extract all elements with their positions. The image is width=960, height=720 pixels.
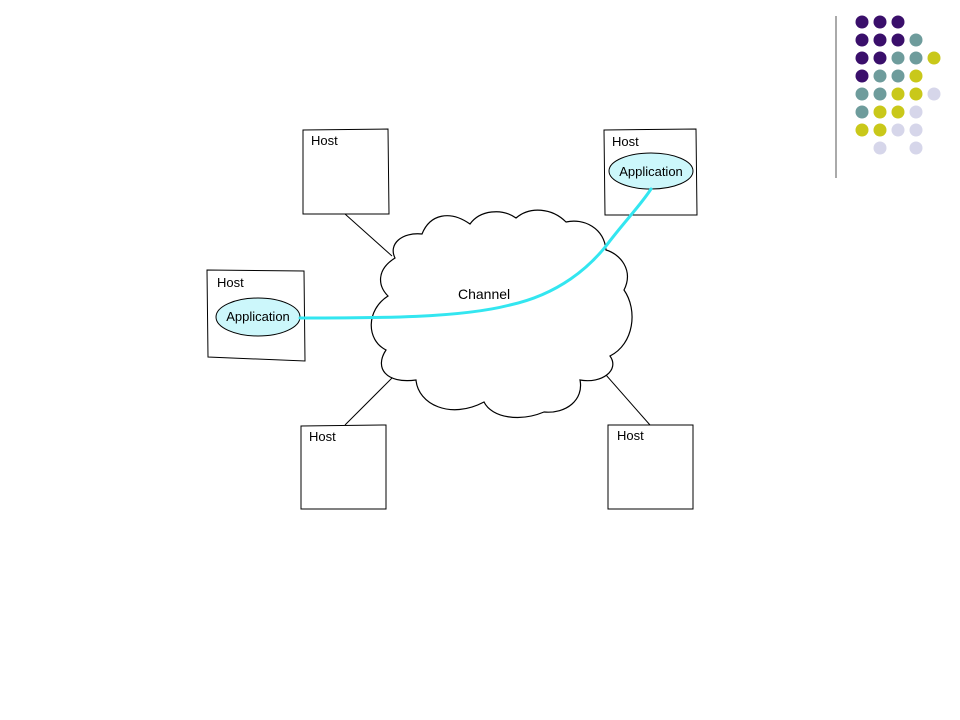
- host-label: Host: [617, 428, 644, 443]
- decorative-dot: [909, 87, 923, 101]
- decorative-dot: [909, 51, 923, 65]
- decorative-dot: [927, 87, 941, 101]
- host-top-left: Host: [302, 128, 390, 215]
- decorative-dot: [909, 105, 923, 119]
- decorative-dot: [873, 141, 887, 155]
- host-label: Host: [311, 133, 338, 148]
- decorative-dot: [927, 51, 941, 65]
- decorative-dot: [873, 69, 887, 83]
- host-label: Host: [309, 429, 336, 444]
- decorative-dot: [909, 33, 923, 47]
- decorative-dot: [855, 87, 869, 101]
- host-label: Host: [612, 134, 639, 149]
- decorative-dot: [891, 15, 905, 29]
- link-top-left: [344, 213, 393, 257]
- channel-cloud: [370, 209, 633, 419]
- decorative-dot: [855, 123, 869, 137]
- host-box: [302, 128, 390, 215]
- host-label: Host: [217, 275, 244, 290]
- channel-label: Channel: [458, 286, 510, 302]
- dot-grid-icon: [855, 15, 941, 155]
- decorative-dot: [855, 69, 869, 83]
- decorative-dot: [855, 33, 869, 47]
- decorative-dot: [855, 105, 869, 119]
- application-label: Application: [619, 164, 683, 179]
- decorative-dot: [873, 87, 887, 101]
- decorative-dot: [891, 69, 905, 83]
- application-connection: [298, 187, 653, 320]
- decorative-dot: [909, 123, 923, 137]
- decorative-dot: [873, 105, 887, 119]
- decorative-dot: [855, 51, 869, 65]
- host-box: [300, 424, 387, 510]
- link-bottom-left: [344, 375, 395, 426]
- decorative-dot: [873, 15, 887, 29]
- decorative-dot: [855, 15, 869, 29]
- host-bottom-right: Host: [607, 424, 694, 510]
- host-middle-left: Host Application: [206, 269, 306, 362]
- host-box: [607, 424, 694, 510]
- decorative-dot: [891, 123, 905, 137]
- decorative-dot: [873, 33, 887, 47]
- decorative-dot: [909, 141, 923, 155]
- decorative-dot: [909, 69, 923, 83]
- application-label: Application: [226, 309, 290, 324]
- decorative-dot: [873, 123, 887, 137]
- decorative-dot: [891, 105, 905, 119]
- decorative-dot: [873, 51, 887, 65]
- host-top-right: Host Application: [603, 128, 698, 216]
- host-bottom-left: Host: [300, 424, 387, 510]
- link-bottom-right: [605, 374, 651, 426]
- decorative-dot: [891, 33, 905, 47]
- decorative-dot: [891, 51, 905, 65]
- decorative-dot: [891, 87, 905, 101]
